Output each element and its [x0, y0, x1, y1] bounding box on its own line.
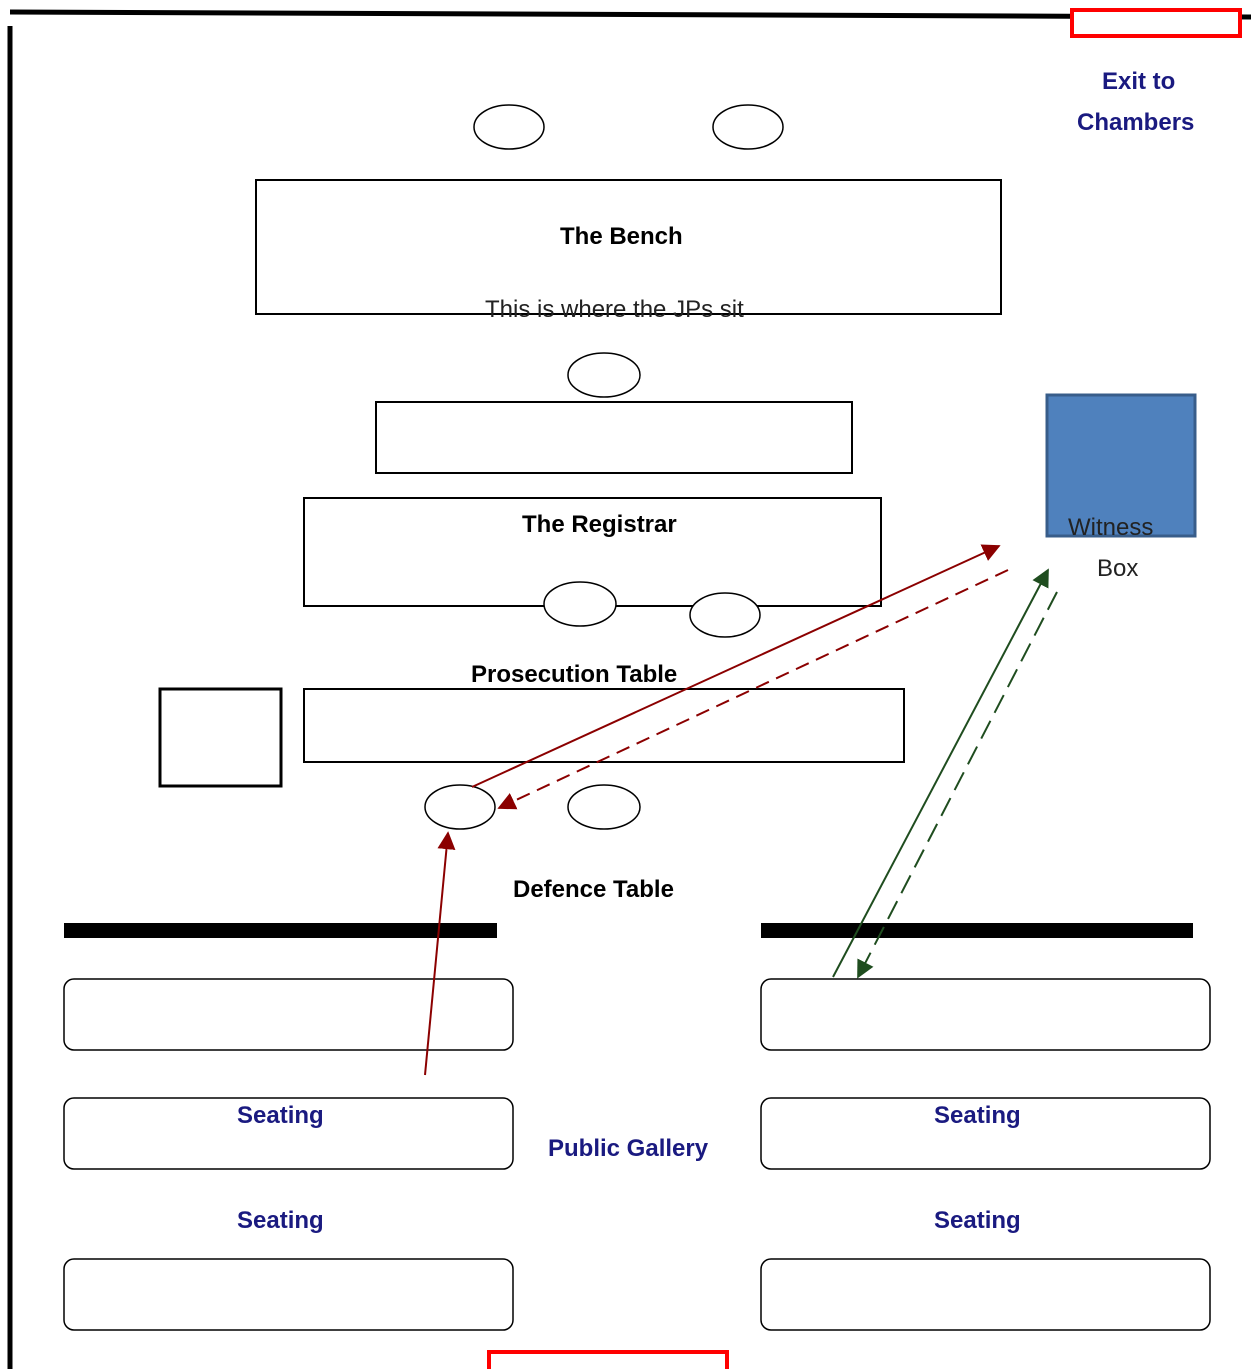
- bench-desk: [255, 179, 1002, 315]
- witness-box: [1045, 393, 1197, 538]
- registrar-label: The Registrar: [522, 511, 677, 538]
- prosecution-table: [303, 688, 905, 763]
- prosecution-seat-left: [543, 581, 617, 627]
- arrow-defence-to-witness: [471, 544, 1001, 788]
- witness-label: Witness: [1068, 514, 1154, 541]
- arrow-gallery-to-witness: [832, 568, 1049, 978]
- prosecution-seat-right: [689, 592, 761, 638]
- seating-label-right-bottom: Seating: [934, 1207, 1021, 1234]
- seating-label-right-top: Seating: [934, 1102, 1021, 1129]
- seating-label-left-top: Seating: [237, 1102, 324, 1129]
- registrar-desk: [375, 401, 853, 474]
- dock-box: [158, 687, 283, 788]
- exit-to-label: Exit to: [1102, 68, 1176, 95]
- seating-row-right-3: [760, 1258, 1211, 1331]
- arrow-witness-to-defence-dashed: [497, 569, 1009, 810]
- bench-note-label: This is where the JPs sit: [485, 296, 744, 323]
- arrow-gallery-to-defence: [424, 831, 456, 1076]
- prosecution-table-label: Prosecution Table: [471, 661, 678, 688]
- defence-seat-left: [424, 784, 496, 830]
- top-wall: [9, 9, 1251, 20]
- main-entrance-door: [487, 1350, 729, 1369]
- chambers-label: Chambers: [1077, 109, 1195, 136]
- jp-seat-right: [712, 104, 784, 150]
- seating-row-right-2: [760, 1097, 1211, 1170]
- arrow-witness-to-gallery-dashed: [857, 591, 1058, 979]
- seating-label-left-bottom: Seating: [237, 1207, 324, 1234]
- seating-row-right-1: [760, 978, 1211, 1051]
- seating-row-left-1: [63, 978, 514, 1051]
- box-label: Box: [1097, 555, 1139, 582]
- defence-seat-right: [567, 784, 641, 830]
- defence-table-label: Defence Table: [513, 876, 674, 903]
- jp-seat-left: [473, 104, 545, 150]
- exit-to-chambers-door: [1070, 8, 1242, 38]
- registrar-seat: [567, 352, 641, 398]
- bar-rail-left: [64, 923, 497, 938]
- public-gallery-label: Public Gallery: [548, 1135, 709, 1162]
- seating-row-left-3: [63, 1258, 514, 1331]
- bench-label: The Bench: [560, 223, 683, 250]
- seating-row-left-2: [63, 1097, 514, 1170]
- bar-rail-right: [761, 923, 1193, 938]
